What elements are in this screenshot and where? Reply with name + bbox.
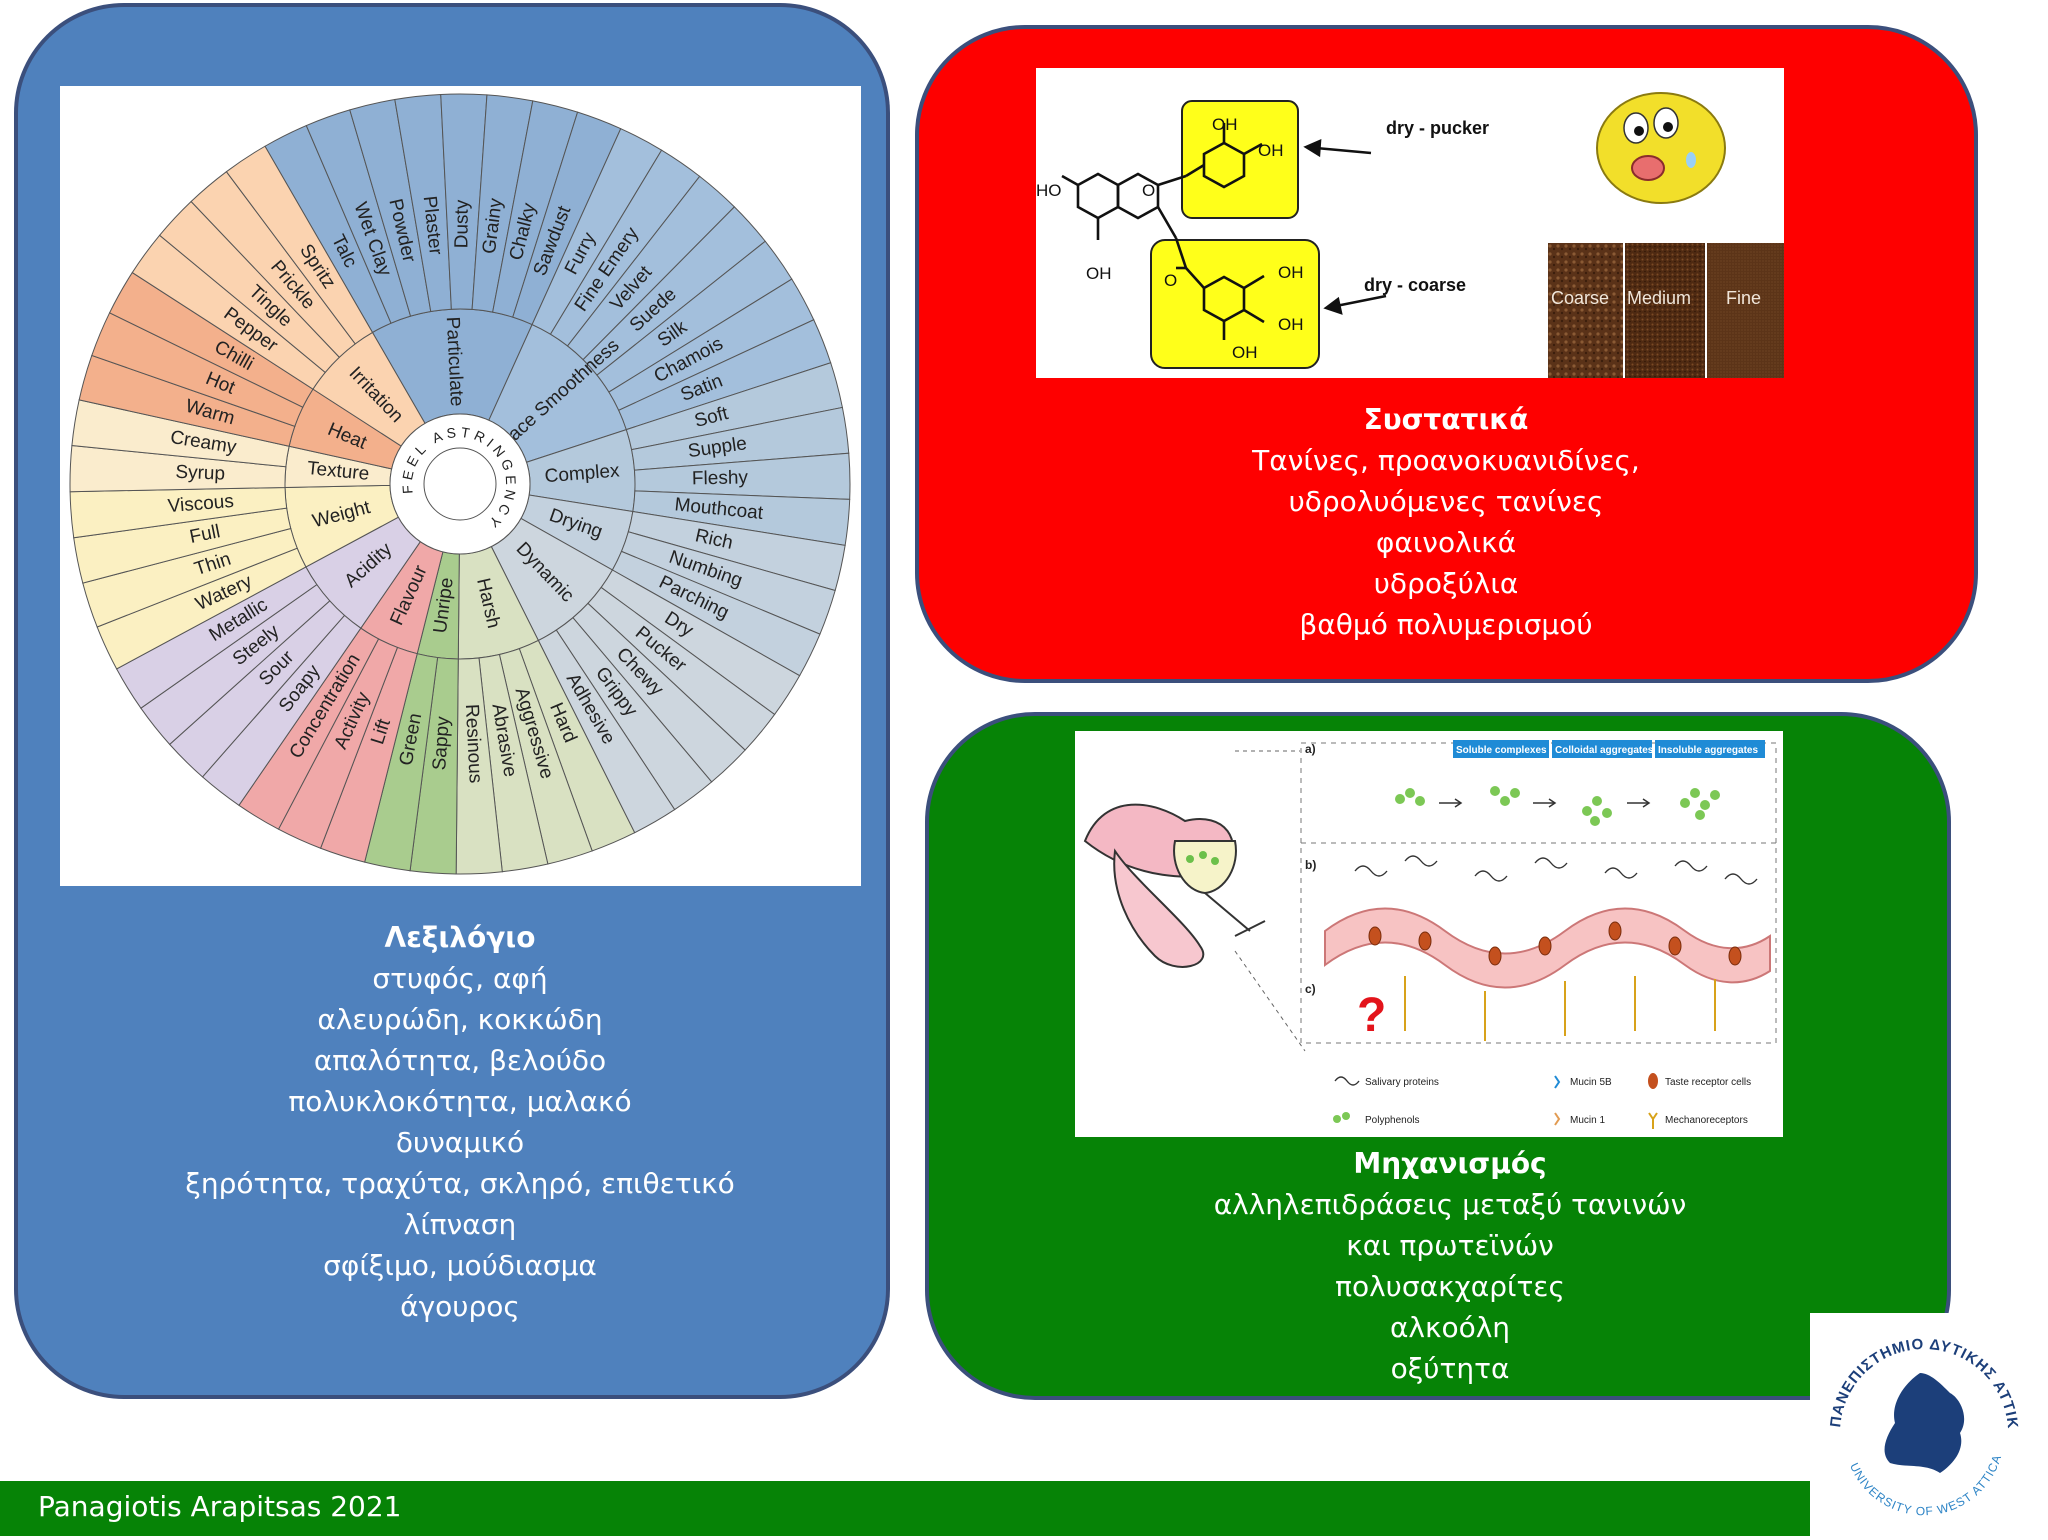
grain-label: Medium <box>1627 288 1691 308</box>
panel-label: a) <box>1305 742 1316 756</box>
panel-label: c) <box>1305 982 1316 996</box>
legend-label: Salivary proteins <box>1365 1077 1439 1088</box>
logo-map-icon <box>1884 1373 1965 1473</box>
tannin-structure-figure: OH OH HO O OH O OH OH OH dry - pucker dr… <box>1036 68 1784 378</box>
footer-author: Panagiotis Arapitsas 2021 <box>38 1490 402 1523</box>
footer-bar <box>0 1481 1810 1536</box>
a-ring <box>1076 172 1120 220</box>
vocabulary-line: δυναμικό <box>395 1126 525 1159</box>
vocabulary-line: άγουρος <box>400 1290 520 1323</box>
wheel-term-segment <box>225 145 374 345</box>
wheel-category-label: Particulate <box>442 316 467 407</box>
grain-label: Coarse <box>1551 288 1609 308</box>
panel-label: b) <box>1305 858 1316 872</box>
ingredients-heading: Συστατικά <box>1363 403 1529 436</box>
galloyl-highlight <box>1150 239 1320 369</box>
ingredients-line: Τανίνες, προανοκυανιδίνες, <box>1252 444 1640 477</box>
stage-label: Insoluble aggregates <box>1658 745 1758 756</box>
mechanism-figure: a) b) c) Soluble complexes Colloidal agg… <box>1075 731 1783 1137</box>
wheel-term-label: Syrup <box>175 462 225 485</box>
label-dry-pucker: dry - pucker <box>1386 118 1489 138</box>
ingredients-text: Συστατικά Τανίνες, προανοκυανιδίνες, υδρ… <box>1056 399 1836 645</box>
vocabulary-line: ξηρότητα, τραχύτα, σκληρό, επιθετικό <box>185 1167 735 1200</box>
arrow-coarse <box>1335 294 1387 308</box>
mechanism-line: αλκοόλη <box>1389 1311 1511 1344</box>
mechanism-text: Μηχανισμός αλληλεπιδράσεις μεταξύ τανινώ… <box>1060 1143 1840 1389</box>
chem-label: OH <box>1278 263 1304 282</box>
ingredients-line: φαινολικά <box>1375 526 1517 559</box>
stage-label: Soluble complexes <box>1456 745 1547 756</box>
stage-box <box>1453 740 1549 758</box>
ingredients-line: υδρολυόμενες τανίνες <box>1288 485 1604 518</box>
chem-label: OH <box>1086 264 1112 283</box>
legend-label: Mucin 1 <box>1570 1115 1605 1126</box>
question-mark-icon: ? <box>1357 989 1386 1042</box>
label-dry-coarse: dry - coarse <box>1364 275 1466 295</box>
vocabulary-line: απαλότητα, βελούδο <box>313 1044 607 1077</box>
ingredients-line: βαθμό πολυμερισμού <box>1299 608 1593 641</box>
legend-label: Polyphenols <box>1365 1115 1419 1126</box>
medium-grain-swatch <box>1625 243 1705 378</box>
mechanism-line: και πρωτεϊνών <box>1346 1229 1554 1262</box>
vocabulary-line: πολυκλοκότητα, μαλακό <box>288 1085 632 1118</box>
arrow-pucker <box>1315 146 1372 155</box>
chem-label: OH <box>1212 115 1238 134</box>
wheel-term-label: Dusty <box>451 199 472 248</box>
vocabulary-line: λίπναση <box>403 1208 517 1241</box>
vocabulary-line: στυφός, αφή <box>372 962 548 995</box>
wheel-term-label: Resinous <box>461 704 486 784</box>
mechanism-diagram: a) b) c) Soluble complexes Colloidal agg… <box>1083 740 1777 1129</box>
chem-label: OH <box>1232 343 1258 362</box>
stage-box <box>1655 740 1765 758</box>
chem-label: OH <box>1258 141 1284 160</box>
wheel-term-label: Fleshy <box>692 467 749 489</box>
mechanism-line: οξύτητα <box>1390 1352 1510 1385</box>
chem-label: O <box>1164 271 1177 290</box>
ingredients-line: υδροξύλια <box>1373 567 1519 600</box>
legend-label: Taste receptor cells <box>1665 1077 1751 1088</box>
vocabulary-heading: Λεξιλόγιο <box>384 921 536 954</box>
mechanism-line: αλληλεπιδράσεις μεταξύ τανινών <box>1213 1188 1687 1221</box>
tannin-structure-diagram: OH OH HO O OH O OH OH OH dry - pucker dr… <box>1036 92 1784 378</box>
fine-grain-swatch <box>1707 243 1784 378</box>
chem-label: HO <box>1036 181 1062 200</box>
lemon-face-icon <box>1596 92 1726 204</box>
vocabulary-line: αλευρώδη, κοκκώδη <box>317 1003 603 1036</box>
coarse-grain-swatch <box>1548 243 1623 378</box>
university-seal-icon: ΠΑΝΕΠΙΣΤΗΜΙΟ ΔΥΤΙΚΗΣ ΑΤΤΙΚΗΣ UNIVERSITY … <box>1804 1300 2036 1536</box>
university-logo: ΠΑΝΕΠΙΣΤΗΜΙΟ ΔΥΤΙΚΗΣ ΑΤΤΙΚΗΣ UNIVERSITY … <box>1804 1300 2036 1536</box>
mechanism-heading: Μηχανισμός <box>1353 1147 1547 1180</box>
grain-label: Fine <box>1726 288 1761 308</box>
legend-label: Mucin 5B <box>1570 1077 1612 1088</box>
wine-glass-icon <box>1173 840 1266 937</box>
stage-label: Colloidal aggregates <box>1555 745 1654 756</box>
legend-label: Mechanoreceptors <box>1665 1115 1748 1126</box>
wheel-term-label: Sappy <box>429 715 454 771</box>
chem-label: OH <box>1278 315 1304 334</box>
chem-label: O <box>1142 181 1155 200</box>
wheel-term-label: Viscous <box>167 491 235 517</box>
wheel-center-hole <box>423 447 497 521</box>
mechanism-line: πολυσακχαρίτες <box>1335 1270 1565 1303</box>
stage-box <box>1552 740 1652 758</box>
vocabulary-line: σφίξιμο, μούδιασμα <box>323 1249 597 1282</box>
catechol-highlight <box>1181 100 1299 219</box>
vocabulary-text: Λεξιλόγιο στυφός, αφή αλευρώδη, κοκκώδη … <box>60 917 860 1327</box>
